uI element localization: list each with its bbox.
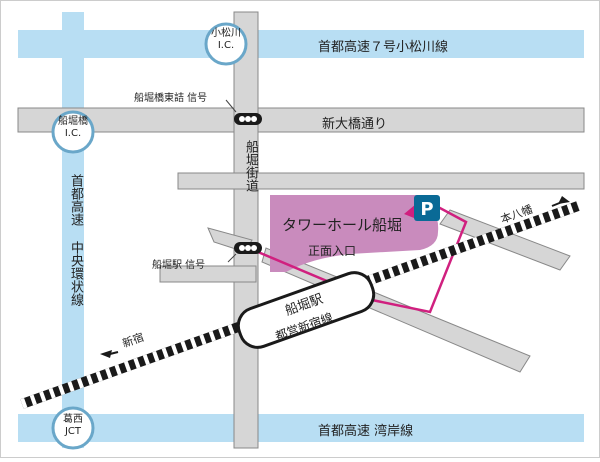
expressway-wangan-band — [18, 414, 584, 442]
parking-sign — [414, 195, 440, 221]
label-ic-komatsugawa: 小松川 I.C. — [211, 28, 241, 51]
label-venue-entrance: 正面入口 — [308, 244, 357, 258]
tower-hall-building — [270, 195, 439, 272]
ic-funaborihashi — [51, 110, 95, 154]
label-shin-ohashi: 新大橋通り — [322, 117, 388, 132]
east-arrow-line — [551, 201, 563, 207]
signal-east — [234, 113, 262, 125]
label-venue-name: タワーホール船堀 — [282, 216, 403, 234]
label-jct-kasai: 葛西 JCT — [63, 414, 83, 437]
railway-white — [20, 201, 580, 409]
north-side-road — [177, 172, 585, 190]
label-funabori-kaido: 船堀街道 — [243, 140, 258, 192]
funabori-kaido-road — [233, 11, 259, 449]
ic-komatsugawa — [204, 22, 248, 66]
route-arrow — [404, 204, 416, 218]
expressway-7-band — [18, 30, 584, 58]
parking-label: P — [420, 199, 433, 220]
label-expressway-central: 首都高速 中央環状線 — [68, 174, 83, 306]
shin-ohashi-road — [17, 107, 585, 133]
diagonal-road-east — [439, 209, 571, 271]
west-arrow-icon — [100, 350, 112, 358]
station-west-road — [159, 265, 257, 283]
label-expressway-7: 首都高速７号小松川線 — [318, 40, 449, 55]
label-signal-station: 船堀駅 信号 — [152, 260, 206, 271]
label-signal-east: 船堀橋東詰 信号 — [134, 93, 208, 104]
west-arrow-line — [109, 351, 119, 355]
jct-kasai — [51, 406, 95, 450]
station-box — [236, 271, 376, 349]
signal-station — [234, 242, 262, 254]
label-ic-funaborihashi: 船堀橋 I.C. — [58, 116, 88, 139]
label-expressway-wangan: 首都高速 湾岸線 — [318, 424, 414, 439]
signal-station-leader — [227, 253, 237, 263]
signal-east-leader — [225, 99, 237, 113]
